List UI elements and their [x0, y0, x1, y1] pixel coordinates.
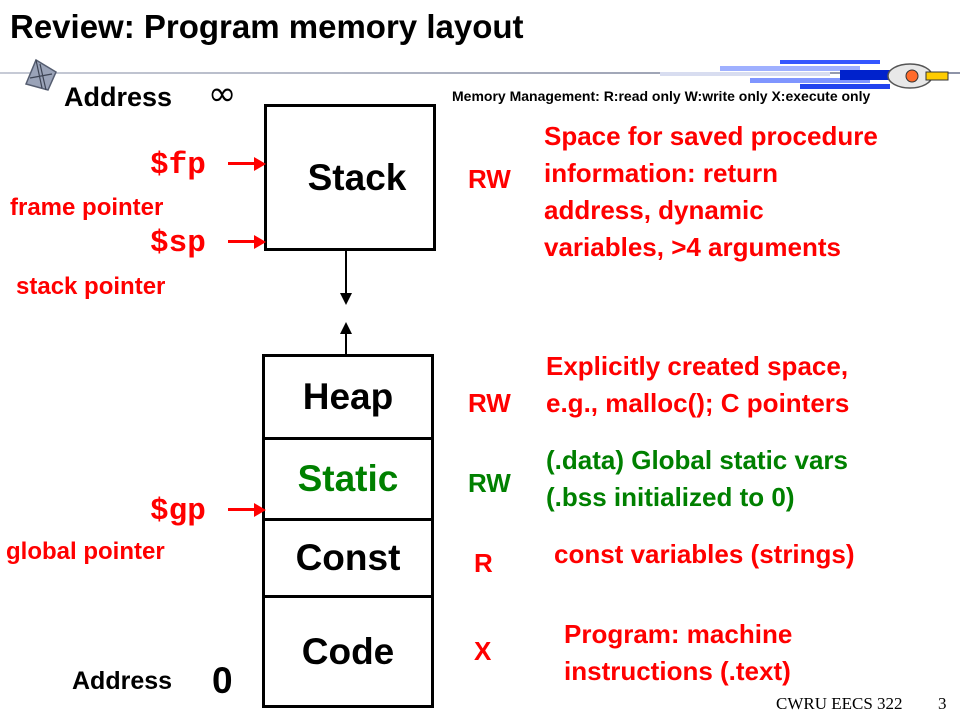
static-description-line: (.data) Global static vars: [546, 445, 848, 475]
sp-register: $sp: [150, 226, 206, 261]
sp-arrow-icon: [254, 235, 266, 249]
address-bottom-value: 0: [212, 660, 233, 701]
stack-segment: Stack: [264, 104, 436, 251]
code-permission: X: [474, 636, 492, 666]
code-description-line: Program: machine: [564, 619, 793, 649]
gp-description: global pointer: [6, 538, 165, 565]
heap-growth-line: [345, 333, 347, 355]
infinity-symbol: ∞: [208, 74, 237, 114]
gp-arrow-icon: [254, 503, 266, 517]
gp-register: $gp: [150, 494, 206, 529]
page-number: 3: [938, 694, 947, 713]
stack-growth-arrow-icon: [340, 293, 352, 305]
const-description: const variables (strings): [554, 536, 855, 573]
heap-permission: RW: [468, 388, 511, 418]
const-segment: Const: [262, 518, 434, 598]
heap-description-line: Explicitly created space,: [546, 351, 849, 381]
stack-permission: RW: [468, 164, 511, 194]
title-divider: [0, 72, 960, 74]
heap-segment: Heap: [262, 354, 434, 440]
address-bottom-label: Address: [72, 667, 173, 695]
starship-graphic-icon: [660, 60, 949, 89]
const-description-line: const variables (strings): [554, 539, 855, 569]
static-permission: RW: [468, 468, 511, 498]
static-description: (.data) Global static vars (.bss initial…: [546, 442, 848, 516]
fp-description: frame pointer: [10, 194, 164, 221]
stack-description-line: variables, >4 arguments: [544, 232, 841, 262]
static-segment: Static: [262, 437, 434, 521]
static-description-line: (.bss initialized to 0): [546, 482, 795, 512]
fp-arrow-line: [228, 162, 256, 165]
stack-description-line: address, dynamic: [544, 195, 764, 225]
slide-title: Review: Program memory layout: [10, 8, 524, 45]
const-permission: R: [474, 548, 493, 578]
fp-arrow-icon: [254, 157, 266, 171]
sp-arrow-line: [228, 240, 256, 243]
heap-description-line: e.g., malloc(); C pointers: [546, 388, 850, 418]
heap-description: Explicitly created space, e.g., malloc()…: [546, 348, 849, 422]
stack-description-line: information: return: [544, 158, 778, 188]
shell-logo-icon: [24, 58, 57, 91]
heap-growth-arrow-icon: [340, 322, 352, 334]
stack-description-line: Space for saved procedure: [544, 121, 878, 151]
memory-management-note: Memory Management: R:read only W:write o…: [452, 88, 871, 104]
stack-description: Space for saved procedure information: r…: [544, 118, 878, 266]
address-top-label: Address: [64, 82, 173, 112]
fp-register: $fp: [150, 148, 206, 183]
code-description: Program: machine instructions (.text): [564, 616, 792, 690]
gp-arrow-line: [228, 508, 256, 511]
code-description-line: instructions (.text): [564, 656, 791, 686]
code-segment: Code: [262, 595, 434, 708]
stack-growth-line: [345, 251, 347, 297]
course-footer: CWRU EECS 322: [776, 694, 903, 713]
sp-description: stack pointer: [16, 273, 166, 300]
